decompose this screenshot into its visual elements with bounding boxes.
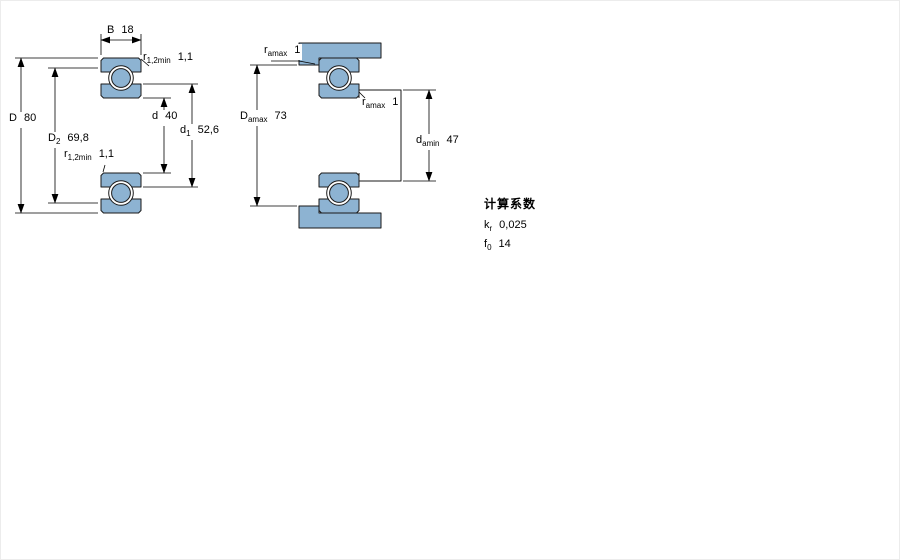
dim-symbol: d [152,110,159,122]
dim-subscript: 1 [186,129,191,138]
dim-subscript: 1,2min [67,153,92,162]
dim-value: 1 [392,96,399,108]
factor-kr: kr 0,025 [484,219,536,233]
dim-symbol: D [48,132,56,144]
dim-label-damin: damin 47 [414,134,461,150]
factor-f0: f0 14 [484,238,536,252]
shaft-shoulder-outline [358,89,402,182]
dim-symbol: r [64,148,68,160]
housing-bottom [298,205,382,229]
leader-r12-bottom [102,164,106,173]
dim-value: 52,6 [197,124,219,136]
factor-value: 14 [498,238,511,250]
dim-value: 47 [446,134,459,146]
dim-value: 18 [121,24,134,36]
dim-label-D2: D2 69,8 [46,132,91,148]
dim-value: 69,8 [67,132,89,144]
extension-lines-right-view [250,64,436,207]
dim-label-r12min-top: r1,2min 1,1 [143,51,193,67]
housing-top [298,42,382,66]
dim-value: 40 [165,110,178,122]
leader-r12-top [140,58,150,67]
dim-value: 1 [294,44,301,56]
dim-label-r12min-bottom: r1,2min 1,1 [64,148,114,164]
dim-symbol: D [240,110,248,122]
dim-subscript: amin [422,139,440,148]
dim-symbol: D [9,112,17,124]
dim-label-ramax-mid: ramax 1 [362,96,398,112]
dim-value: 1,1 [98,148,114,160]
leader-ramax-mid [358,91,366,99]
dim-symbol: r [362,96,366,108]
factor-subscript: r [489,224,493,233]
factor-subscript: 0 [487,243,492,252]
factor-symbol: k [484,219,490,231]
dim-symbol: r [264,44,268,56]
dim-value: 73 [274,110,287,122]
dim-symbol: d [180,124,187,136]
dim-symbol: d [416,134,423,146]
dim-value: 1,1 [177,51,193,63]
dim-subscript: 2 [55,137,61,146]
factor-value: 0,025 [499,219,527,231]
dim-symbol: B [107,24,115,36]
dim-subscript: 1,2min [146,56,171,65]
leader-ramax-top [271,60,316,65]
dim-value: 80 [23,112,37,124]
dim-subscript: amax [267,49,288,58]
factors-title: 计算系数 [484,197,537,211]
dim-label-ramax-top: ramax 1 [262,44,303,60]
dim-label-D: D 80 [7,112,39,128]
right-bearing-bottom-section [318,172,360,214]
dim-symbol: r [143,51,147,63]
dim-label-d: d 40 [150,110,180,126]
left-bearing-bottom-section [100,172,142,214]
factor-symbol: f [484,238,488,250]
dim-subscript: amax [247,115,268,124]
dim-label-B: B 18 [107,24,134,40]
extension-lines-left-view [15,34,198,214]
left-bearing-top-section [100,57,142,99]
calculation-factors: 计算系数 kr 0,025 f0 14 [484,195,536,252]
dim-subscript: amax [365,101,386,110]
dim-label-Damax: Damax 73 [238,110,289,126]
dim-label-d1: d1 52,6 [178,124,221,140]
right-bearing-top-section [318,57,360,99]
